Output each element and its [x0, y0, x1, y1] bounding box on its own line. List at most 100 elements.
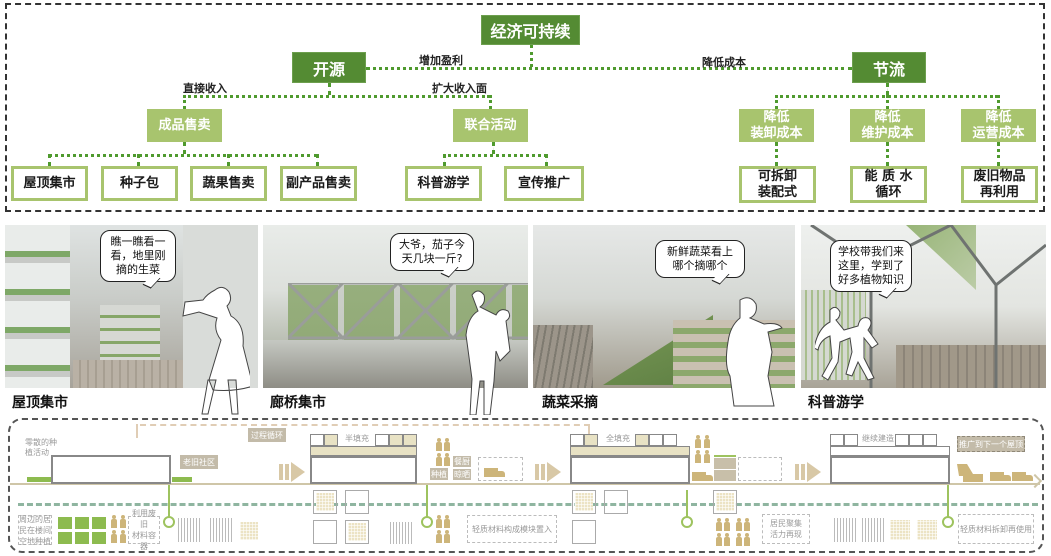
green-plot	[75, 517, 89, 529]
process-frame	[8, 418, 1044, 553]
box-line: 利用废旧	[132, 509, 156, 529]
speech-bubble: 新鲜蔬菜看上 哪个摘哪个	[655, 240, 745, 278]
speech-bubble: 学校带我们来 这里，学到了 好多植物知识	[830, 240, 912, 292]
connector	[443, 154, 446, 166]
label-line: 循环	[875, 184, 902, 200]
group-node-assembly-cost: 降低装卸成本	[739, 109, 814, 142]
truck-icon	[990, 470, 1012, 482]
stage2-tag-kitchen: 餐厨	[453, 456, 471, 467]
grid-frame	[572, 490, 596, 514]
stage1-note: 零散的种植活动	[25, 438, 57, 458]
cycle-tag: 过程循环	[248, 428, 286, 442]
truck-icon	[692, 470, 714, 482]
group-label: 降低运营成本	[972, 110, 1024, 142]
person-icon	[724, 518, 730, 531]
bubble-line: 大爷，茄子今	[399, 238, 465, 251]
leaf-produce-sales: 蔬果售卖	[190, 166, 267, 201]
stage4-tag: 推广到下一个屋顶	[957, 436, 1025, 452]
connector	[489, 95, 492, 109]
elderly-woman-silhouette	[725, 297, 783, 407]
cycle-arrow	[136, 424, 138, 438]
building-half-filled	[310, 456, 417, 484]
bubble-line: 瞧一瞧看一	[110, 235, 166, 248]
hatch-panel	[178, 518, 202, 542]
grid-frame	[313, 520, 337, 544]
branch-node-save: 节流	[852, 52, 926, 83]
truck-icon	[484, 466, 506, 478]
person-icon	[736, 533, 742, 546]
note-line: 民在楼间	[19, 525, 51, 535]
empty-slot	[478, 457, 523, 481]
edge-label-profit: 增加盈利	[419, 54, 463, 67]
bubble-line: 天几块一斤?	[401, 252, 463, 265]
module-row	[830, 446, 950, 456]
connector	[137, 154, 140, 166]
connector	[997, 95, 1000, 109]
person-icon	[436, 453, 442, 466]
grid-frame	[313, 490, 337, 514]
box-line: 材料容器	[132, 531, 156, 551]
module-panel	[348, 523, 366, 541]
node-circle	[681, 516, 693, 528]
node-circle	[421, 516, 433, 528]
note-line: 植活动	[25, 448, 49, 457]
speech-bubble: 瞧一瞧看一 看，地里刚 摘的生菜	[100, 230, 176, 282]
leaf-label: 种子包	[119, 175, 159, 191]
leaf-label: 副产品售卖	[285, 175, 351, 191]
branch-node-open: 开源	[292, 52, 366, 83]
label-line: 维护成本	[861, 125, 914, 141]
person-icon	[744, 533, 750, 546]
module-cell	[909, 434, 923, 446]
connector	[316, 154, 319, 166]
label-line: 废旧物品	[973, 168, 1026, 184]
empty-slot	[738, 457, 782, 481]
stage1-tag: 老旧社区	[180, 455, 218, 469]
leaf-reuse-waste: 废旧物品再利用	[961, 166, 1038, 203]
cycle-line-end	[588, 424, 590, 436]
edge-label-expand: 扩大收入面	[432, 82, 487, 95]
person-icon	[436, 530, 442, 543]
stage3-note: 全填充	[606, 434, 630, 443]
connector-line	[426, 485, 428, 519]
module-cell	[649, 434, 663, 446]
module-cell	[324, 434, 338, 446]
hatch-panel	[390, 522, 412, 544]
excavator-icon	[957, 464, 983, 482]
grid-frame	[345, 490, 369, 514]
connector-line	[168, 485, 170, 519]
node-circle	[163, 516, 175, 528]
person-icon	[736, 518, 742, 531]
edge-label-direct: 直接收入	[183, 82, 227, 95]
root-node: 经济可持续	[481, 15, 580, 45]
building-full-filled	[570, 456, 690, 484]
group-label: 成品售卖	[158, 117, 211, 133]
children-running-silhouette	[815, 306, 879, 381]
connector	[443, 154, 547, 157]
stage2-note: 半填充	[345, 434, 369, 443]
grid-frame	[572, 520, 596, 544]
connector	[183, 95, 490, 98]
green-strip	[172, 477, 192, 482]
person-icon	[111, 515, 117, 528]
module-panel	[240, 522, 258, 540]
boardwalk	[533, 325, 593, 388]
person-icon	[120, 515, 126, 528]
group-label: 联合活动	[464, 117, 517, 133]
leaf-rooftop-market: 屋顶集市	[11, 166, 88, 201]
progress-arrow-icon	[535, 462, 561, 482]
connector	[328, 83, 331, 95]
group-label: 降低维护成本	[861, 110, 913, 142]
connector-line	[947, 485, 949, 519]
connector	[886, 142, 889, 166]
hatch-panel	[862, 518, 886, 542]
progress-arrow-icon	[279, 462, 305, 482]
leaf-seed-pack: 种子包	[101, 166, 178, 201]
person-icon	[704, 435, 710, 448]
label-line: 装配式	[757, 184, 797, 200]
connector-line	[686, 490, 688, 519]
grid-frame	[345, 520, 369, 544]
box-text: 居民聚集活力再现	[770, 518, 802, 540]
module-row	[570, 446, 690, 456]
cycle-line	[140, 424, 590, 426]
leaf-label: 可拆卸装配式	[758, 169, 797, 201]
